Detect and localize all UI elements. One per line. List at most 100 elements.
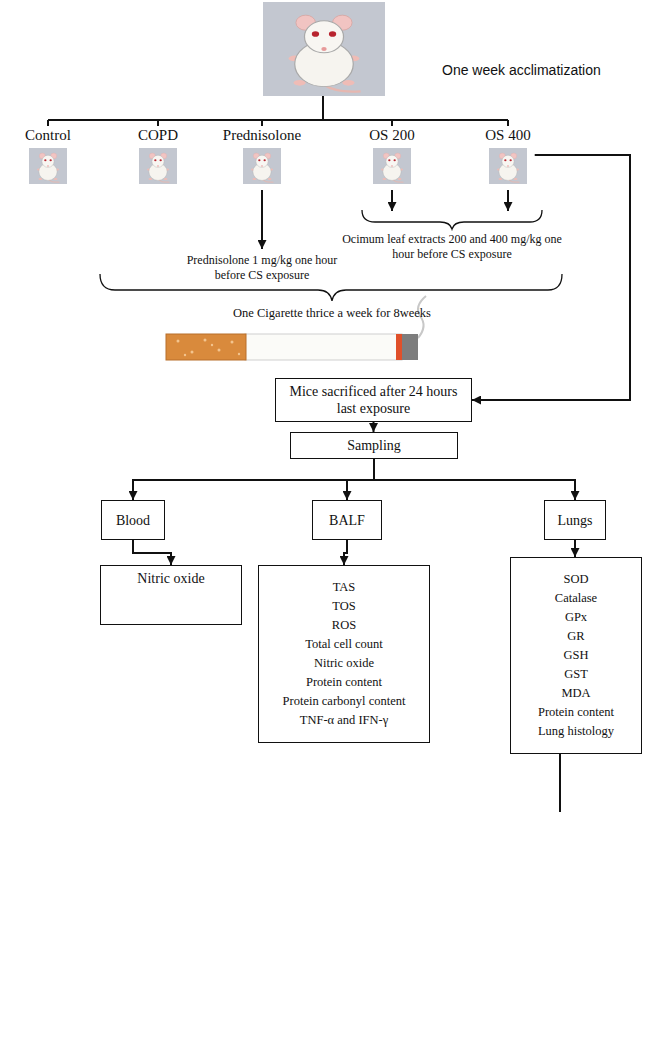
group-name: OS 200 [369,126,414,144]
box-text: SOD [563,570,588,589]
sample-box: Blood [101,500,165,540]
box-text: ROS [332,616,356,635]
tree-line [48,119,508,121]
group-name: OS 400 [485,126,530,144]
treatment-note: Prednisolone 1 mg/kg one hour before CS … [182,253,342,283]
mouse-illustration [29,148,67,184]
mouse-head [256,155,268,167]
flow-arrow [472,155,630,400]
mouse-nose [391,165,393,167]
mouse-illustration [489,148,527,184]
bracket [362,210,542,229]
mouse-body [39,163,57,180]
tree-line [157,120,159,126]
box-text: GSH [563,646,588,665]
box-text: Protein carbonyl content [283,692,406,711]
mouse-eye [160,159,162,161]
mouse-eye [264,159,266,161]
parameter-box: Nitric oxide [100,565,242,625]
box-text: MDA [561,684,590,703]
cigarette-ember [396,334,402,360]
mouse-eye [258,159,260,161]
box-text: Blood [116,512,150,529]
sample-box: BALF [312,500,382,540]
cigarette-illustration [166,296,426,360]
photo-ground [489,148,527,184]
mouse-body [499,163,517,180]
group-label: OS 200 [365,126,418,184]
flow-arrow [133,459,374,500]
flow-arrow [133,540,171,565]
sample-box: Lungs [544,500,606,540]
tail-line [559,750,561,812]
group-name: Prednisolone [223,126,301,144]
flow-arrow [344,540,347,565]
photo-ground [243,148,281,184]
treatment-note: Ocimum leaf extracts 200 and 400 mg/kg o… [342,232,562,262]
mouse-illustration [263,2,385,96]
box-text: Mice sacrificed after 24 hours last expo… [282,383,465,417]
mouse-body [295,41,354,86]
box-text: Total cell count [305,635,383,654]
cigarette-paper [245,334,402,360]
mouse-head [502,155,514,167]
box-text: TAS [333,578,356,597]
speckle [211,344,213,346]
mouse-head [42,155,54,167]
group-name: COPD [138,126,178,144]
box-text: GR [567,627,584,646]
mouse-body [253,163,271,180]
mouse-eye [504,159,506,161]
photo-ground [263,2,385,96]
mouse-illustration [373,148,411,184]
mouse-eye [329,31,336,37]
mouse-head [152,155,164,167]
speckle [191,351,194,354]
step-note: One week acclimatization [442,61,642,79]
tree-line [261,120,263,126]
mouse-nose [507,165,509,167]
process-box: Sampling [290,432,458,459]
flow-arrow [374,459,575,500]
mouse-illustration [243,148,281,184]
group-label: Control [21,126,75,184]
group-label: OS 400 [481,126,534,184]
process-box: Mice sacrificed after 24 hours last expo… [275,378,472,422]
mouse-eye [44,159,46,161]
mouse-illustration [139,148,177,184]
flow-arrow [347,459,374,500]
parameter-box: TASTOSROSTotal cell countNitric oxidePro… [258,565,430,743]
box-text: TNF-α and IFN-γ [300,711,388,730]
box-text: GST [564,665,588,684]
box-text: Lung histology [538,722,614,741]
treatment-arrow [261,190,263,249]
speckle [177,340,180,343]
treatment-arrow [507,190,509,211]
flow-arrow [373,422,375,432]
tree-line [322,96,324,120]
group-label: COPD [134,126,182,184]
speckle [184,354,186,356]
exposure-note: One Cigarette thrice a week for 8weeks [172,305,492,321]
parameter-box: SODCatalaseGPxGRGSHGSTMDAProtein content… [510,557,642,754]
speckle [231,341,234,344]
mouse-eye [312,31,319,37]
mouse-eye [388,159,390,161]
mouse-eye [510,159,512,161]
tree-line [391,120,393,126]
group-tree [48,96,508,126]
treatment-arrow [391,190,393,211]
box-text: GPx [565,608,587,627]
box-text: Protein content [538,703,614,722]
group-label: Prednisolone [219,126,305,184]
photo-ground [29,148,67,184]
bracket [100,274,562,301]
box-text: Nitric oxide [314,654,374,673]
photo-ground [139,148,177,184]
photo-ground [373,148,411,184]
mouse-eye [50,159,52,161]
mouse-head [386,155,398,167]
mouse-nose [47,165,49,167]
tree-line [507,120,509,126]
